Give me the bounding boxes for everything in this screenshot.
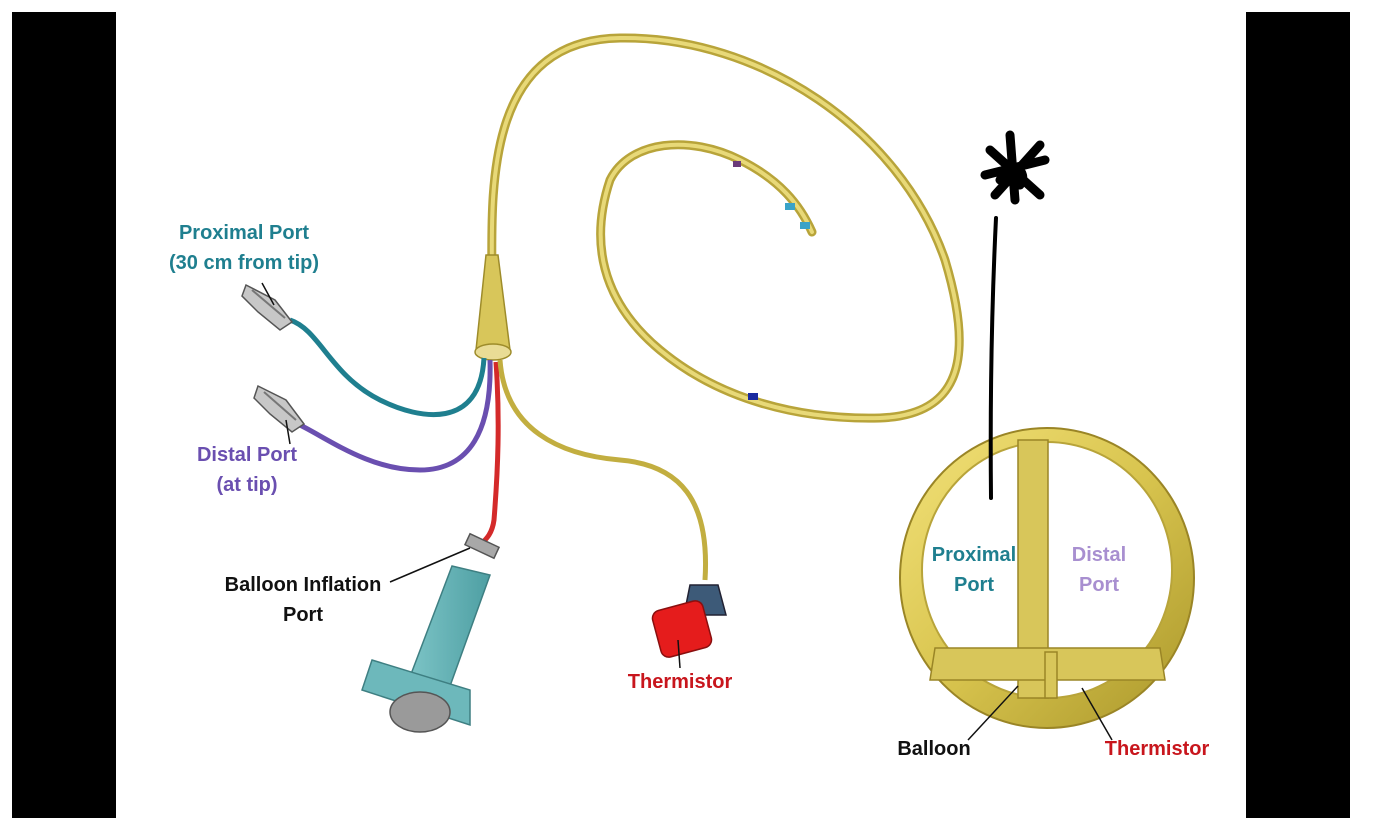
- balloon-inflation-port-label: Balloon Inflation Port: [208, 570, 398, 630]
- catheter-marking: [800, 222, 810, 229]
- distal-lumen-tube: [298, 359, 493, 473]
- distal-port-label-line1: Distal Port: [196, 444, 298, 466]
- handwritten-star-mark: [980, 130, 1050, 500]
- catheter-hub: [475, 254, 511, 351]
- cross-section-distal-label-line2: Port: [1079, 574, 1119, 596]
- proximal-port-label-line2: (30 cm from tip): [168, 252, 320, 274]
- proximal-port-label: Proximal Port (30 cm from tip): [144, 218, 344, 278]
- proximal-port-label-line1: Proximal Port: [178, 222, 310, 244]
- cross-section-balloon-label: Balloon: [884, 734, 984, 764]
- cross-section-distal-label-line1: Distal: [1071, 544, 1127, 566]
- thermistor-lumen-tube: [497, 359, 709, 581]
- catheter-marking: [785, 203, 795, 210]
- thermistor-connector-icon: [651, 584, 727, 669]
- cross-section-thermistor-label: Thermistor: [1092, 734, 1222, 764]
- cross-section-proximal-port-label: Proximal Port: [916, 540, 1032, 600]
- cross-section-proximal-label-line1: Proximal: [931, 544, 1017, 566]
- distal-port-label-line2: (at tip): [216, 474, 278, 496]
- balloon-inflation-port-label-line2: Port: [283, 604, 323, 626]
- thermistor-label: Thermistor: [616, 667, 744, 697]
- thermistor-label-text: Thermistor: [627, 671, 733, 693]
- cross-section-thermistor-label-text: Thermistor: [1104, 738, 1210, 760]
- catheter-marking: [748, 393, 758, 400]
- cross-section-balloon-label-text: Balloon: [897, 738, 971, 760]
- proximal-lumen-tube: [289, 317, 487, 418]
- balloon-inflation-port-label-line1: Balloon Inflation: [224, 574, 382, 596]
- cross-section-distal-port-label: Distal Port: [1054, 540, 1144, 600]
- leader-line: [285, 419, 291, 445]
- catheter-marking: [733, 161, 741, 167]
- left-letterbox-bar: [12, 12, 116, 818]
- right-letterbox-bar: [1246, 12, 1350, 818]
- leader-line: [1081, 687, 1113, 741]
- diagram-canvas: Proximal Port (30 cm from tip) Distal Po…: [116, 12, 1246, 818]
- balloon-inflation-tube: [478, 361, 501, 547]
- leader-line: [967, 685, 1019, 741]
- leader-line: [261, 282, 275, 306]
- proximal-port-connector-icon: [241, 283, 294, 331]
- distal-port-label: Distal Port (at tip): [178, 440, 316, 500]
- leader-line: [389, 547, 471, 583]
- catheter-body: [487, 33, 964, 423]
- distal-port-connector-icon: [253, 384, 306, 433]
- catheter-cross-section: [899, 427, 1195, 729]
- syringe-icon: [361, 565, 491, 733]
- stopcock-icon: [463, 532, 501, 560]
- cross-section-proximal-label-line2: Port: [954, 574, 994, 596]
- catheter-illustration: [241, 33, 1195, 741]
